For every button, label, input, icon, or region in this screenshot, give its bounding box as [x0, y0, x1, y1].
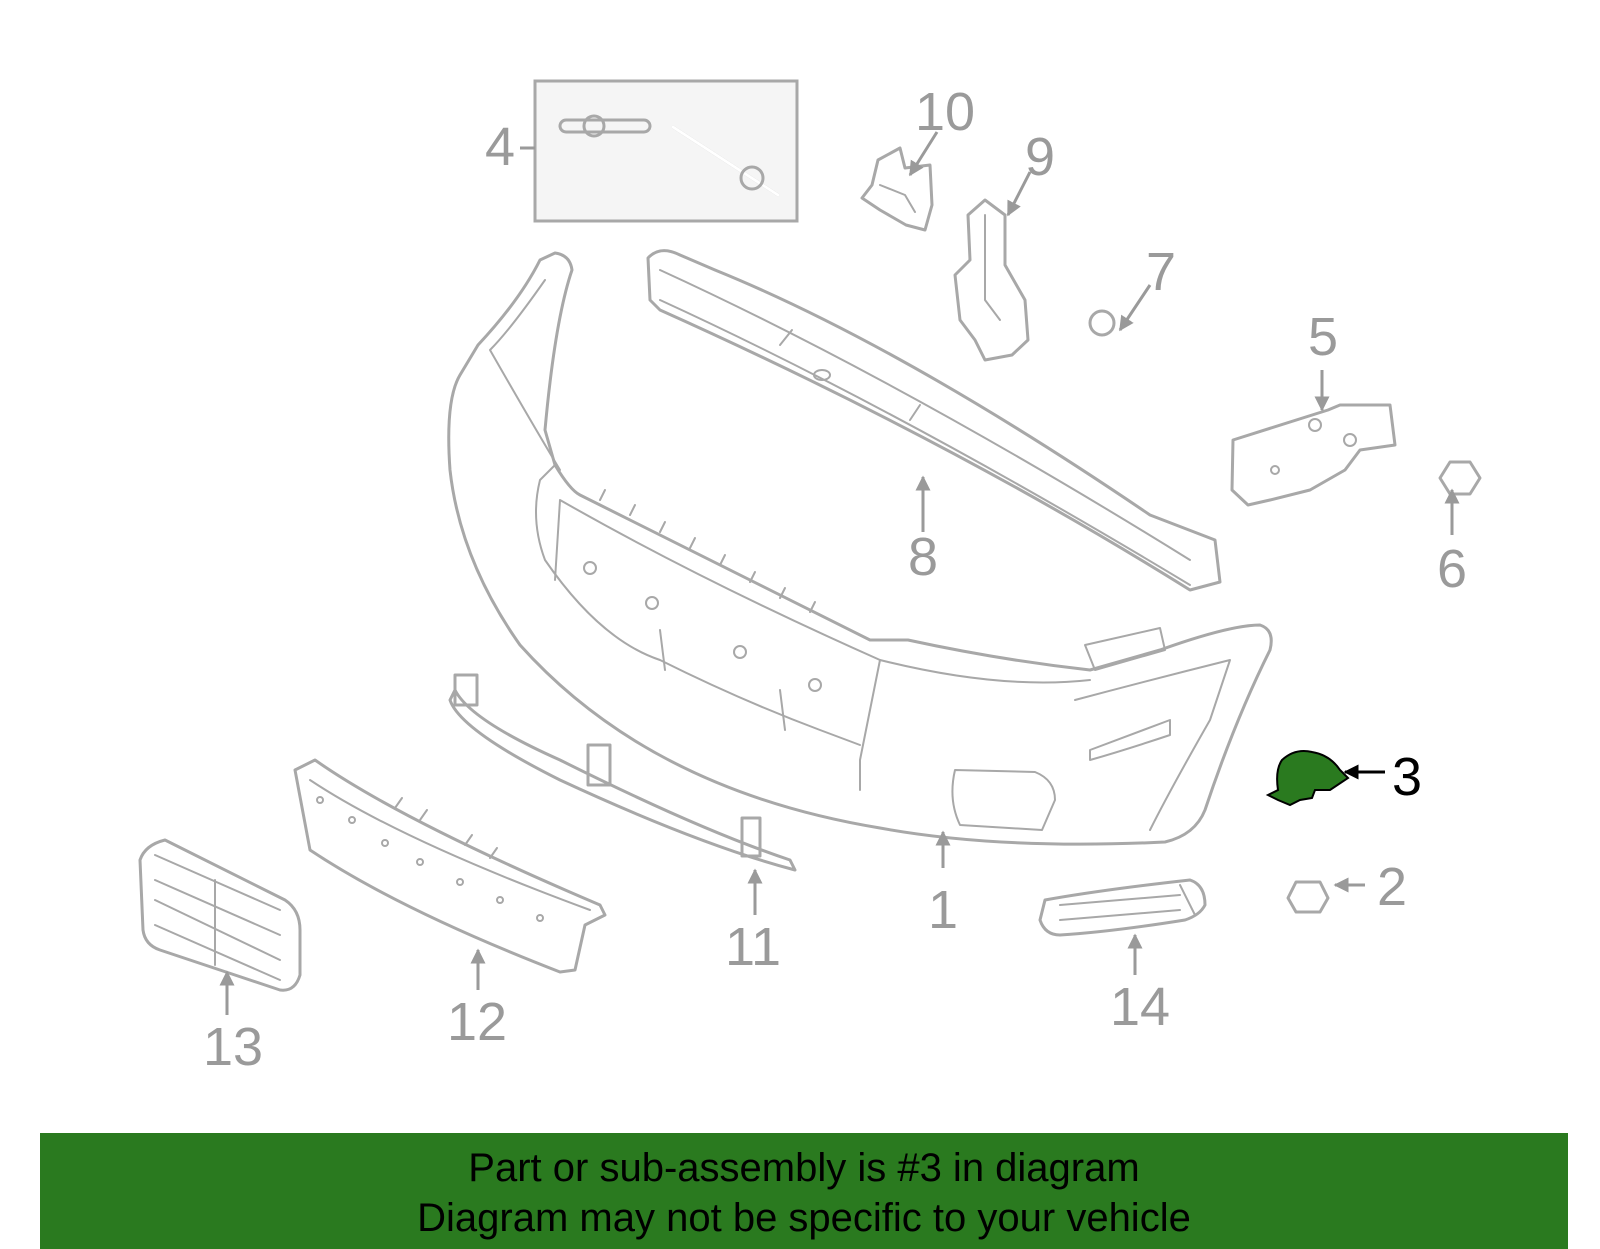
callout-12[interactable]: 12	[447, 992, 507, 1052]
part-7-push-pin	[1076, 301, 1172, 380]
part-14-marker-lamp	[1038, 878, 1207, 937]
callout-3[interactable]: 3	[1392, 747, 1422, 807]
callout-4[interactable]: 4	[485, 117, 515, 177]
part-6-bolt	[1413, 446, 1482, 496]
callout-1[interactable]: 1	[928, 880, 958, 940]
part-10-bracket	[860, 146, 934, 232]
footer-line-disclaimer: Diagram may not be specific to your vehi…	[417, 1196, 1191, 1240]
part-3-clip-highlighted[interactable]	[1265, 750, 1350, 807]
callout-13[interactable]: 13	[203, 1017, 263, 1077]
callout-9[interactable]: 9	[1025, 127, 1055, 187]
leader-lines	[219, 131, 1460, 1015]
callout-2[interactable]: 2	[1377, 857, 1407, 917]
part-1-bumper-cover	[447, 251, 1273, 846]
part-5-side-bracket	[1230, 403, 1397, 507]
callout-labels: 1 2 3 4 5 6 7 8 9 10 11 12 13 14	[203, 82, 1467, 1077]
part-2-bolt	[1286, 833, 1330, 914]
part-12-lower-grille	[293, 758, 607, 974]
footer-line-part: Part or sub-assembly is #3 in diagram	[468, 1146, 1140, 1190]
part-13-cover	[138, 838, 302, 992]
part-11-retainer	[448, 673, 797, 872]
callout-10[interactable]: 10	[915, 82, 975, 142]
callout-6[interactable]: 6	[1437, 539, 1467, 599]
callout-14[interactable]: 14	[1110, 977, 1170, 1037]
part-8-reinforcement-beam	[646, 249, 1222, 592]
part-9-bracket	[953, 198, 1030, 362]
callout-5[interactable]: 5	[1308, 307, 1338, 367]
footer-banner: Part or sub-assembly is #3 in diagram Di…	[40, 1133, 1568, 1249]
part-4-fastener-kit	[520, 79, 799, 223]
callout-8[interactable]: 8	[908, 527, 938, 587]
callout-7[interactable]: 7	[1146, 242, 1176, 302]
callout-11[interactable]: 11	[725, 917, 781, 977]
